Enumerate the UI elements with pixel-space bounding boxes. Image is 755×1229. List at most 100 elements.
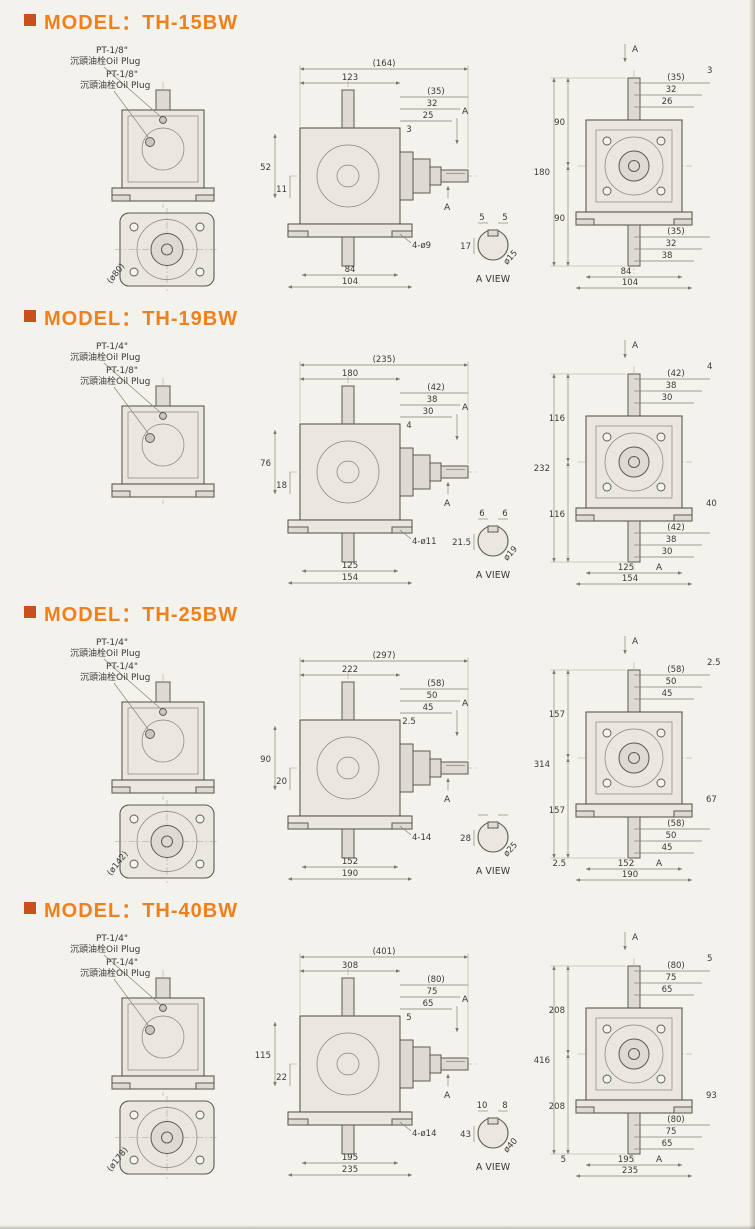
- side-view-bottom-shaft: [341, 236, 355, 267]
- dim-left-l1: 115: [255, 1051, 271, 1061]
- oil-plug2-name-label: 沉頭油栓Oil Plug: [80, 671, 150, 683]
- dim-top-2: 32: [666, 85, 677, 95]
- side-view-top-shaft: [341, 977, 355, 1017]
- rear-view: [575, 366, 693, 570]
- rear-view-dimensions: A 314 157 157 2.5 (58) 50 45 67 (58): [534, 636, 721, 882]
- side-view-output-shaft: [440, 1057, 469, 1071]
- side-view-dimensions: (297) 222 (58) 50 45 2.5 90 20 152 190 4…: [260, 651, 469, 881]
- flange-bolt-hole: [195, 1110, 205, 1120]
- a-view-detail: 28 ø25 A VIEW: [460, 814, 520, 877]
- dim-overall-length: (164): [373, 59, 396, 69]
- rear-bolt-hole: [602, 1024, 612, 1034]
- rear-bolt-hole: [656, 1074, 666, 1084]
- flange-bolt-hole: [195, 1155, 205, 1165]
- dim-left-l2: 20: [276, 777, 287, 787]
- front-view: [111, 674, 215, 800]
- flange-bolt-hole: [129, 222, 139, 232]
- rear-view-dimensions: A 232 116 116 4 (42) 38 30 40 (42): [534, 340, 717, 586]
- side-view-output-shaft: [440, 465, 469, 479]
- rear-bolt-hole: [602, 1074, 612, 1084]
- dim-top-small: 3: [707, 66, 712, 76]
- oil-plug2-name-label: 沉頭油栓Oil Plug: [80, 967, 150, 979]
- dim-top-small: 4: [707, 362, 712, 372]
- page-edge-shadow-right: [749, 0, 755, 1229]
- dim-shaft-r1: (80): [427, 975, 444, 985]
- model-section: MODEL：TH-25BW PT-1/4: [10, 600, 755, 886]
- dim-height-total: 180: [534, 168, 550, 178]
- dim-shaft-r3: 25: [423, 111, 434, 121]
- oil-plug2-type-label: PT-1/8": [106, 366, 138, 376]
- rear-bolt-hole: [656, 1024, 666, 1034]
- oil-plug1-name-label: 沉頭油栓Oil Plug: [70, 55, 140, 67]
- rear-view: [575, 958, 693, 1162]
- aview-title: A VIEW: [476, 274, 511, 285]
- dim-height-top: 90: [554, 118, 565, 128]
- section-arrow-bottom-right-label: A: [656, 859, 663, 869]
- rear-view-top-shaft: [627, 373, 641, 417]
- dim-bottom-3: 45: [662, 843, 673, 853]
- rear-view-bottom-shaft: [627, 816, 641, 859]
- rear-view-top-shaft: [627, 669, 641, 713]
- dim-height-bottom: 90: [554, 214, 565, 224]
- dim-base-b2: 190: [342, 869, 358, 879]
- aview-dim3: 28: [460, 834, 471, 844]
- dim-top-3: 30: [662, 393, 673, 403]
- flange-bolt-hole: [129, 859, 139, 869]
- dim-bottom-side: 93: [706, 1091, 717, 1101]
- dim-bottom-3: 38: [662, 251, 673, 261]
- section-arrow-right-label: A: [632, 45, 639, 55]
- aview-dim1: 6: [479, 509, 484, 519]
- aview-dim2: 5: [502, 213, 507, 223]
- section-arrow-top-label: A: [462, 107, 469, 117]
- dim-overall-length: (297): [373, 651, 396, 661]
- side-view-output-shaft: [440, 761, 469, 775]
- dim-shaft-r4: 3: [406, 125, 411, 135]
- dim-bottom-2: 38: [666, 535, 677, 545]
- oil-plug-top: [159, 1004, 167, 1012]
- aview-dim2: 6: [502, 509, 507, 519]
- rear-view-bottom-shaft: [627, 520, 641, 563]
- dim-top-3: 65: [662, 985, 673, 995]
- section-bullet-icon: [24, 310, 36, 322]
- dim-body-length: 180: [342, 369, 358, 379]
- dim-shaft-r1: (42): [427, 383, 444, 393]
- aview-title: A VIEW: [476, 1162, 511, 1173]
- dim-shaft-r1: (35): [427, 87, 444, 97]
- dim-shaft-r4: 2.5: [402, 717, 416, 727]
- dim-top-1: (35): [667, 73, 684, 83]
- page-edge-shadow-bottom: [0, 1225, 755, 1229]
- section-arrow-right-label: A: [632, 933, 639, 943]
- flange-bottom-view: (ø178): [105, 1096, 219, 1179]
- dim-left-l1: 52: [260, 163, 271, 173]
- dim-left-l2: 18: [276, 481, 287, 491]
- dim-top-3: 26: [662, 97, 673, 107]
- aview-keyway: [487, 525, 499, 533]
- section-arrow-bottom-label: A: [444, 1091, 451, 1101]
- section-arrow-right-label: A: [632, 341, 639, 351]
- aview-dim2: 8: [502, 1101, 507, 1111]
- model-title: MODEL：TH-25BW: [44, 603, 239, 626]
- rear-view-dimensions: A 180 90 90 3 (35) 32 26 (35): [534, 44, 712, 290]
- oil-plug-labels: PT-1/8" 沉頭油栓Oil Plug PT-1/8" 沉頭油栓Oil Plu…: [70, 46, 162, 138]
- rear-bolt-hole: [656, 432, 666, 442]
- oil-plug-top: [159, 412, 167, 420]
- dim-shaft-r4: 4: [406, 421, 411, 431]
- dim-basewidth-1: 84: [621, 267, 632, 277]
- section-arrow-bottom-label: A: [444, 499, 451, 509]
- dim-base-b1: 152: [342, 857, 358, 867]
- dim-bottom-left-extra: 2.5: [552, 859, 566, 869]
- oil-plug1-type-label: PT-1/8": [96, 46, 128, 56]
- oil-plug-front: [145, 137, 155, 147]
- dim-base-b2: 104: [342, 277, 358, 287]
- model-section: MODEL：TH-40BW PT-1/4: [10, 896, 755, 1182]
- flange-bottom-view: (ø142): [105, 800, 219, 883]
- technical-drawing: PT-1/4" 沉頭油栓Oil Plug PT-1/4" 沉頭油栓Oil Plu…: [70, 636, 721, 883]
- dim-top-1: (42): [667, 369, 684, 379]
- rear-view-bottom-shaft: [627, 224, 641, 267]
- dim-shaft-r3: 65: [423, 999, 434, 1009]
- aview-dim3: 43: [460, 1130, 471, 1140]
- front-view-input-shaft: [155, 385, 171, 407]
- rear-bolt-hole: [602, 186, 612, 196]
- oil-plug-labels: PT-1/4" 沉頭油栓Oil Plug PT-1/4" 沉頭油栓Oil Plu…: [70, 934, 162, 1026]
- section-bullet-icon: [24, 902, 36, 914]
